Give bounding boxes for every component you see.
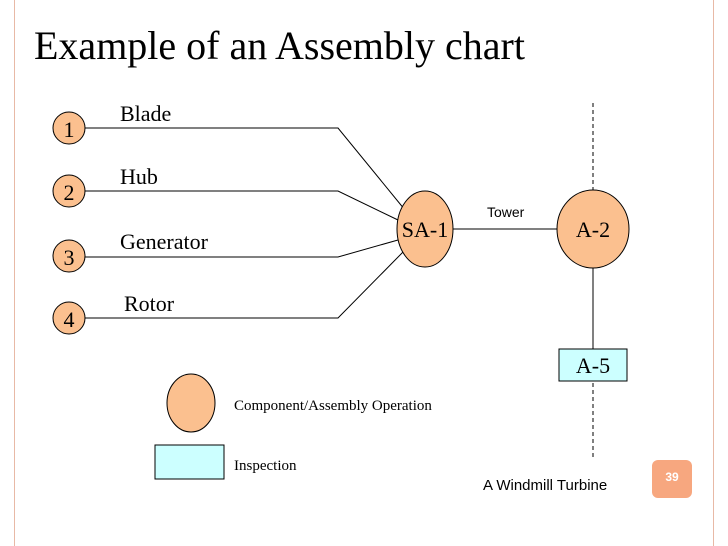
component-label-blade: Blade xyxy=(120,101,171,126)
component-label-hub: Hub xyxy=(120,164,158,189)
component-circle-3 xyxy=(52,239,86,273)
tower-label: Tower xyxy=(487,204,525,220)
component-circle-4 xyxy=(52,301,86,335)
component-circle-1 xyxy=(52,111,86,145)
operation-sa1-label: SA-1 xyxy=(402,217,448,242)
connector-hub xyxy=(84,190,399,221)
diagram-caption: A Windmill Turbine xyxy=(483,477,607,494)
connector-blade xyxy=(84,127,406,211)
page-number: 39 xyxy=(665,470,679,484)
component-number-2: 2 xyxy=(64,180,75,205)
component-label-generator: Generator xyxy=(120,229,209,254)
component-number-4: 4 xyxy=(64,307,75,332)
slide-border-right xyxy=(713,0,714,546)
slide-border-left xyxy=(14,0,15,546)
component-circle-2 xyxy=(52,174,86,208)
connector-rotor xyxy=(84,249,406,319)
inspection-a5-label: A-5 xyxy=(576,353,610,378)
component-number-3: 3 xyxy=(64,245,75,270)
legend-inspection-symbol xyxy=(154,444,225,480)
operation-a2 xyxy=(556,189,630,269)
connector-generator xyxy=(84,239,399,258)
legend-inspection-label: Inspection xyxy=(234,458,297,474)
slide-title: Example of an Assembly chart xyxy=(34,23,525,68)
component-label-rotor: Rotor xyxy=(124,291,175,316)
component-number-1: 1 xyxy=(64,117,75,142)
inspection-a5 xyxy=(558,348,628,382)
operation-sa1 xyxy=(396,190,454,268)
legend-operation-label: Component/Assembly Operation xyxy=(234,398,432,414)
page-number-badge xyxy=(652,460,692,498)
legend-operation-symbol xyxy=(166,373,216,433)
operation-a2-label: A-2 xyxy=(576,217,610,242)
